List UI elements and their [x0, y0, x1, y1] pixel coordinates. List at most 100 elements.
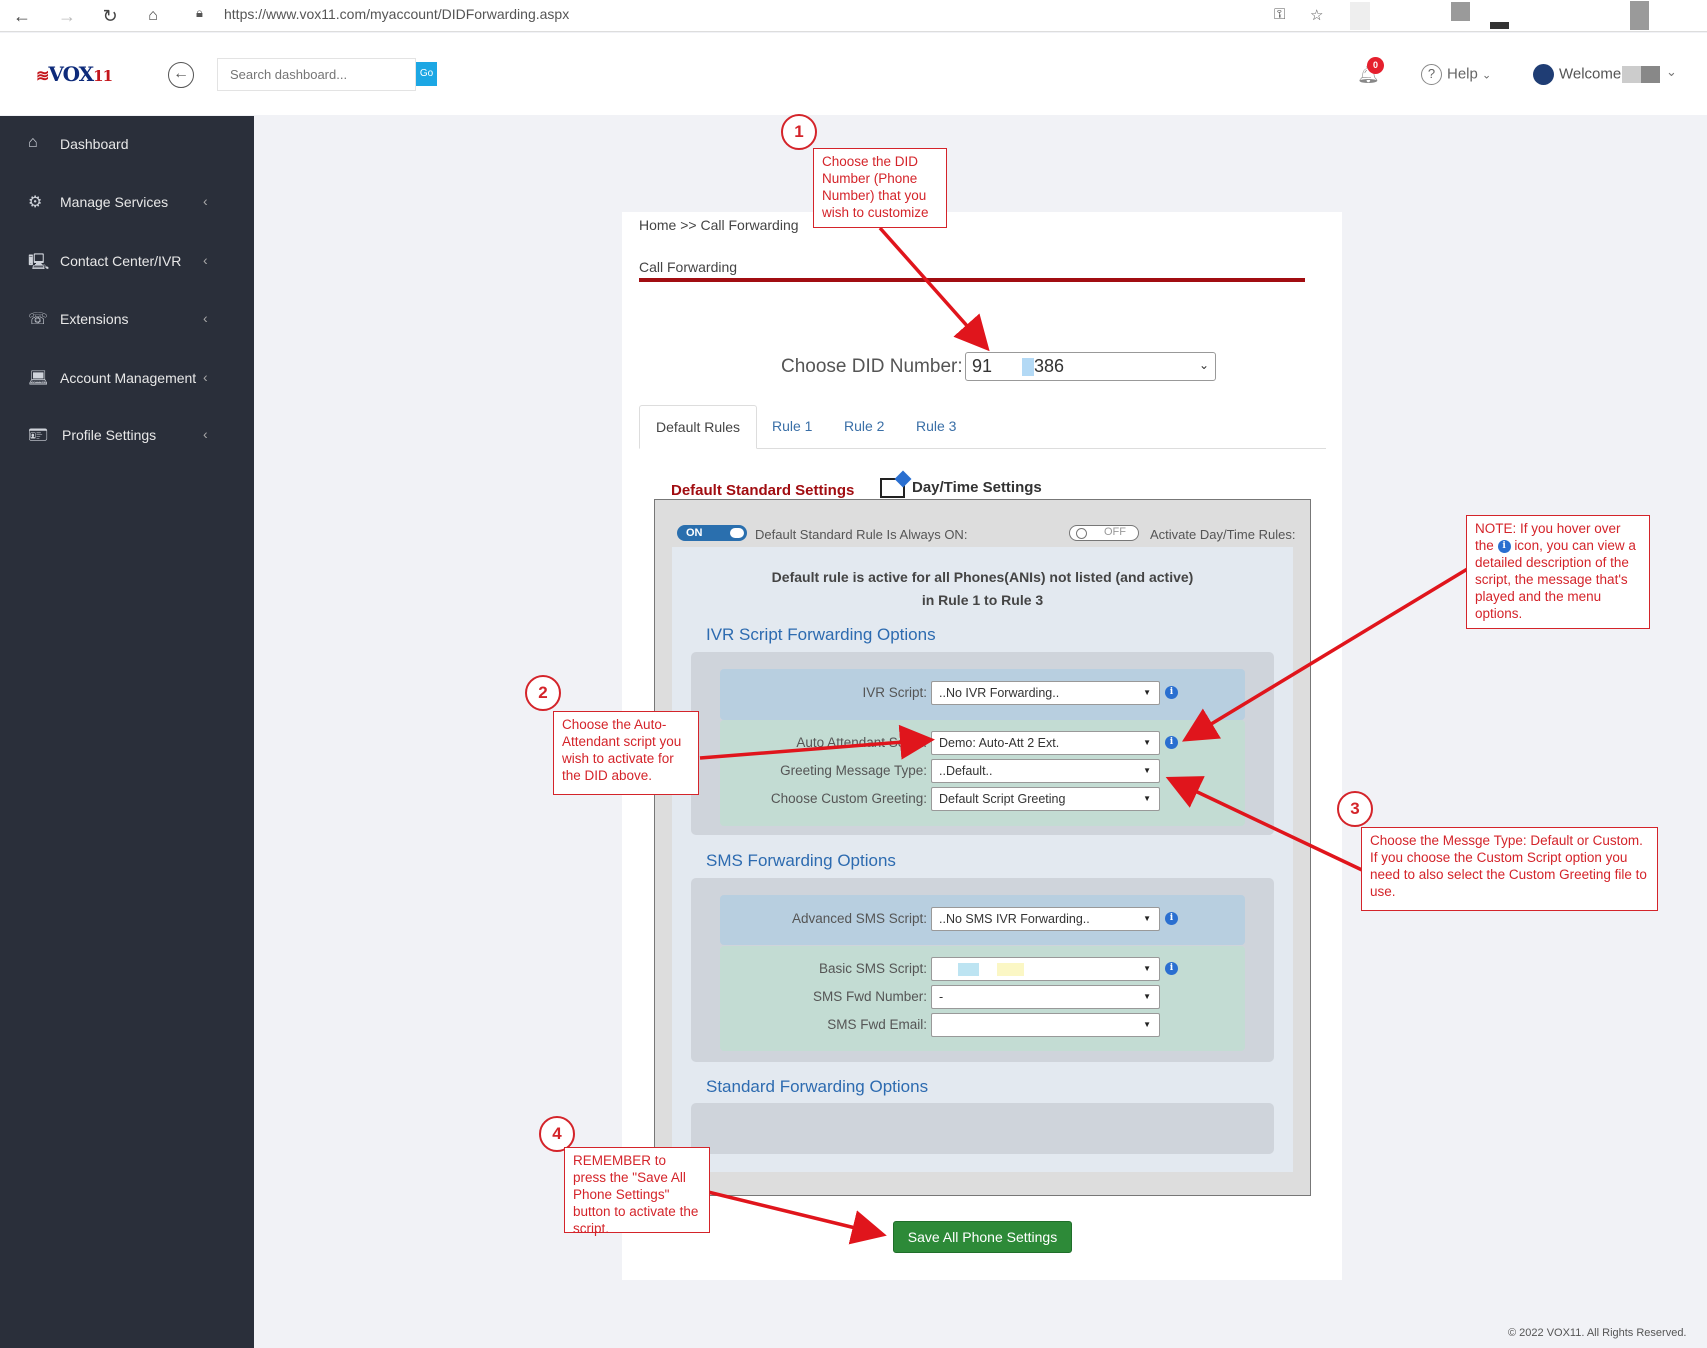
- day-time-label: Day/Time Settings: [912, 478, 1042, 496]
- user-menu[interactable]: Welcome: [1533, 64, 1621, 85]
- share-arrow-icon: [880, 478, 905, 498]
- default-rule-message: Default rule is active for all Phones(AN…: [672, 566, 1293, 612]
- search-box: [217, 58, 416, 91]
- basic-sms-select[interactable]: ▼: [931, 957, 1160, 981]
- sidebar-item-label: Contact Center/IVR: [60, 253, 182, 269]
- step-3-callout: Choose the Messge Type: Default or Custo…: [1361, 827, 1658, 911]
- sms-fwd-number-value: -: [939, 990, 944, 1004]
- browser-toolbar: ← → ↻ ⌂ 🔒︎ https://www.vox11.com/myaccou…: [0, 0, 1707, 32]
- auto-att-value: Demo: Auto-Att 2 Ext.: [939, 736, 1060, 750]
- info-icon[interactable]: i: [1165, 736, 1178, 749]
- sms-section-title: SMS Forwarding Options: [706, 851, 896, 870]
- did-blur: [1022, 358, 1035, 377]
- default-rule-label: Default Standard Rule Is Always ON:: [755, 527, 968, 542]
- step-1-callout: Choose the DID Number (Phone Number) tha…: [813, 148, 947, 228]
- gear-icon: ⚙: [28, 194, 43, 211]
- home-browser-icon[interactable]: ⌂: [148, 7, 158, 24]
- welcome-label: Welcome: [1559, 65, 1622, 83]
- note-callout: NOTE: If you hover over the i icon, you …: [1466, 515, 1650, 629]
- chevron-left-icon: ‹: [203, 193, 208, 209]
- save-all-phone-settings-button[interactable]: Save All Phone Settings: [893, 1221, 1072, 1253]
- day-time-toggle[interactable]: OFF: [1069, 525, 1139, 541]
- tab-rule-1[interactable]: Rule 1: [772, 418, 813, 434]
- home-icon: ⌂: [28, 134, 38, 151]
- sidebar-item-dashboard[interactable]: ⌂ Dashboard: [0, 123, 254, 163]
- laptop-icon: 💻︎: [28, 370, 49, 387]
- back-arrow-icon[interactable]: ←: [13, 6, 31, 26]
- sms-fwd-number-label: SMS Fwd Number:: [812, 989, 927, 1004]
- default-rule-toggle[interactable]: ON: [677, 525, 747, 541]
- sidebar-item-account-management[interactable]: 💻︎ Account Management ‹: [0, 357, 254, 397]
- step-2-callout: Choose the Auto-Attendant script you wis…: [553, 711, 699, 795]
- sidebar-item-label: Account Management: [60, 370, 197, 386]
- chevron-left-icon: ‹: [203, 369, 208, 385]
- info-icon[interactable]: i: [1165, 686, 1178, 699]
- note-text-before: NOTE: If you hover over the: [1475, 521, 1621, 553]
- caret-down-icon: ▼: [1143, 688, 1151, 697]
- sms-fwd-email-select[interactable]: ▼: [931, 1013, 1160, 1037]
- forward-arrow-icon[interactable]: →: [58, 6, 76, 26]
- page-title: Call Forwarding: [639, 259, 738, 275]
- basic-sms-blur: [997, 963, 1024, 976]
- greeting-type-label: Greeting Message Type:: [780, 763, 927, 778]
- sidebar-item-label: Manage Services: [60, 194, 169, 210]
- advanced-sms-select[interactable]: ..No SMS IVR Forwarding..▼: [931, 907, 1160, 931]
- logo-number: 11: [93, 67, 113, 85]
- info-icon[interactable]: i: [1165, 962, 1178, 975]
- advanced-sms-label: Advanced SMS Script:: [791, 911, 927, 926]
- sidebar-item-profile-settings[interactable]: 🪪︎ Profile Settings ‹: [0, 414, 254, 454]
- ivr-script-select[interactable]: ..No IVR Forwarding..▼: [931, 681, 1160, 705]
- toolbar-blur: [1350, 2, 1370, 30]
- ivr-script-label: IVR Script:: [862, 685, 927, 700]
- step-4-callout: REMEMBER to press the "Save All Phone Se…: [564, 1147, 710, 1236]
- sidebar-item-extensions[interactable]: ☏ Extensions ‹: [0, 298, 254, 338]
- lock-icon[interactable]: 🔒︎: [196, 5, 203, 20]
- basic-sms-label: Basic SMS Script:: [818, 961, 927, 976]
- key-icon[interactable]: ⚿: [1274, 6, 1286, 23]
- sidebar: ⌂ Dashboard ⚙ Manage Services ‹ 🖳 Contac…: [0, 116, 254, 1348]
- day-time-toggle-label: Activate Day/Time Rules:: [1150, 527, 1296, 542]
- vox11-logo[interactable]: ≋VOX11: [36, 62, 113, 86]
- default-msg-line-1: Default rule is active for all Phones(AN…: [771, 569, 1194, 585]
- step-1-marker: 1: [781, 114, 817, 150]
- toolbar-blur: [1630, 1, 1649, 30]
- tab-day-time-settings[interactable]: Day/Time Settings: [880, 478, 1042, 498]
- breadcrumb[interactable]: Home >> Call Forwarding: [639, 217, 799, 233]
- greeting-type-select[interactable]: ..Default..▼: [931, 759, 1160, 783]
- did-value-prefix: 91: [972, 356, 993, 376]
- sidebar-item-manage-services[interactable]: ⚙ Manage Services ‹: [0, 181, 254, 221]
- footer-copyright: © 2022 VOX11. All Rights Reserved.: [1508, 1327, 1687, 1339]
- caret-down-icon: ▼: [1143, 914, 1151, 923]
- help-label: Help: [1447, 65, 1478, 83]
- chevron-down-icon[interactable]: ⌄: [1666, 64, 1677, 79]
- toolbar-blur: [1490, 22, 1509, 29]
- search-go-button[interactable]: Go: [416, 62, 437, 86]
- sidebar-item-contact-center[interactable]: 🖳 Contact Center/IVR ‹: [0, 240, 254, 280]
- tab-rule-3[interactable]: Rule 3: [916, 418, 957, 434]
- reload-icon[interactable]: ↻: [102, 6, 118, 26]
- favorite-star-icon[interactable]: ☆: [1310, 7, 1324, 24]
- custom-greeting-select[interactable]: Default Script Greeting▼: [931, 787, 1160, 811]
- search-input[interactable]: [218, 59, 415, 90]
- sidebar-item-label: Dashboard: [60, 136, 129, 152]
- sms-fwd-number-select[interactable]: -▼: [931, 985, 1160, 1009]
- default-msg-line-2: in Rule 1 to Rule 3: [921, 592, 1044, 608]
- chevron-left-icon: ‹: [203, 426, 208, 442]
- sidebar-item-label: Profile Settings: [62, 427, 157, 443]
- tab-default-standard-settings[interactable]: Default Standard Settings: [671, 482, 855, 499]
- chevron-down-icon: ⌄: [1198, 358, 1209, 372]
- logo-text: VOX: [48, 62, 94, 86]
- info-icon[interactable]: i: [1165, 912, 1178, 925]
- address-bar[interactable]: https://www.vox11.com/myaccount/DIDForwa…: [224, 6, 570, 22]
- toolbar-blur: [1451, 2, 1470, 21]
- back-circle-icon[interactable]: ←: [168, 62, 194, 88]
- chevron-left-icon: ‹: [203, 310, 208, 326]
- title-divider: [639, 278, 1305, 282]
- tab-default-rules[interactable]: Default Rules: [639, 405, 758, 449]
- help-menu[interactable]: ?Help ⌄: [1421, 64, 1491, 85]
- auto-att-label: Auto Attendant Script:: [796, 735, 927, 750]
- auto-att-select[interactable]: Demo: Auto-Att 2 Ext.▼: [931, 731, 1160, 755]
- note-text-after: icon, you can view a detailed descriptio…: [1475, 538, 1636, 621]
- tab-rule-2[interactable]: Rule 2: [844, 418, 885, 434]
